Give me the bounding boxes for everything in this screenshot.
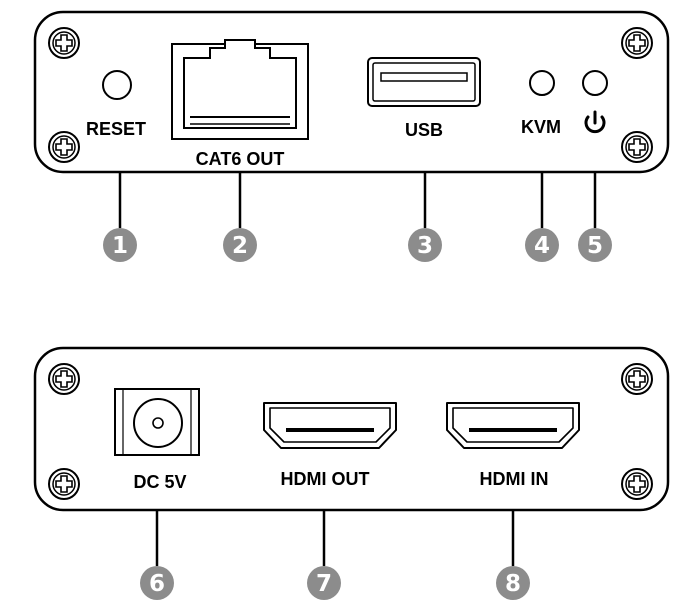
reset-label: RESET <box>86 119 146 139</box>
callout-6: 6 <box>140 566 174 600</box>
top-panel: RESET CAT6 OUT USB KVM <box>33 10 670 262</box>
screw-icon <box>48 363 80 395</box>
svg-text:5: 5 <box>587 233 603 259</box>
screw-icon <box>621 468 653 500</box>
screw-icon <box>48 468 80 500</box>
hdmi-in-label: HDMI IN <box>480 469 549 489</box>
callout-3: 3 <box>408 228 442 262</box>
callout-2: 2 <box>223 228 257 262</box>
svg-text:3: 3 <box>417 233 433 259</box>
bottom-panel: DC 5V HDMI OUT HDMI IN 6 7 8 <box>33 346 670 600</box>
svg-text:7: 7 <box>316 571 332 597</box>
power-icon <box>584 110 606 134</box>
svg-text:8: 8 <box>505 571 521 597</box>
hdmi-in-port[interactable] <box>446 402 580 449</box>
svg-text:2: 2 <box>232 233 248 259</box>
svg-text:1: 1 <box>112 233 128 259</box>
power-led <box>582 70 608 96</box>
kvm-label: KVM <box>521 117 561 137</box>
cat6-port[interactable] <box>171 39 309 140</box>
callout-7: 7 <box>307 566 341 600</box>
usb-label: USB <box>405 120 443 140</box>
screw-icon <box>48 131 80 163</box>
screw-icon <box>621 131 653 163</box>
screw-icon <box>48 27 80 59</box>
screw-icon <box>621 27 653 59</box>
hdmi-out-port[interactable] <box>263 402 397 449</box>
usb-port[interactable] <box>367 57 481 107</box>
svg-text:4: 4 <box>534 233 550 259</box>
dc-5v-label: DC 5V <box>133 472 186 492</box>
kvm-led <box>529 70 555 96</box>
callout-1: 1 <box>103 228 137 262</box>
dc-power-jack[interactable] <box>114 388 200 456</box>
callout-8: 8 <box>496 566 530 600</box>
hdmi-out-label: HDMI OUT <box>281 469 370 489</box>
callout-4: 4 <box>525 228 559 262</box>
callout-5: 5 <box>578 228 612 262</box>
cat6-out-label: CAT6 OUT <box>196 149 285 169</box>
svg-text:6: 6 <box>149 571 165 597</box>
screw-icon <box>621 363 653 395</box>
reset-button[interactable] <box>102 70 132 100</box>
